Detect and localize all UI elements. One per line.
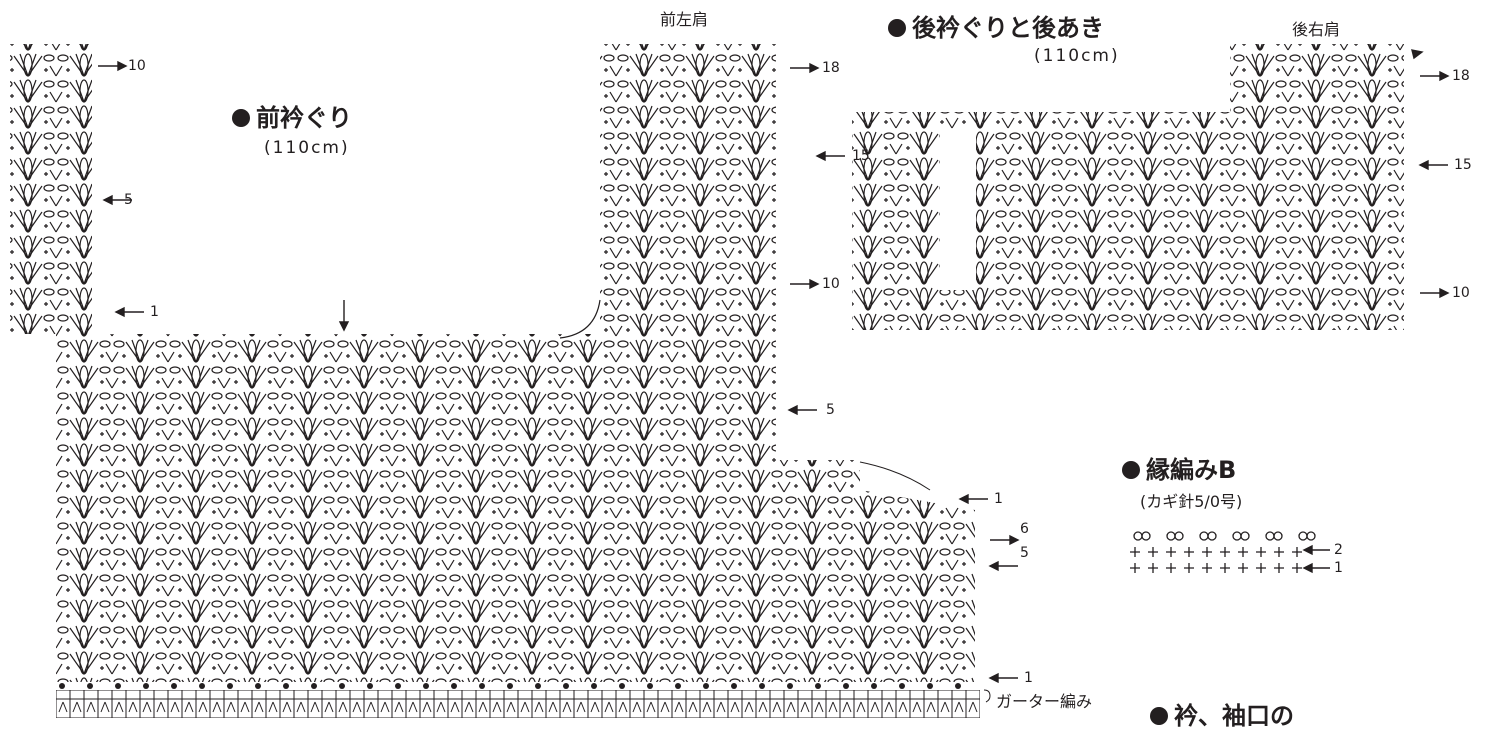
garter-label: ガーター編み bbox=[996, 692, 1093, 711]
front-neck-length: (110cm) bbox=[264, 138, 350, 158]
cuff-title: 衿、袖口の bbox=[1150, 704, 1294, 728]
row-number: 1 bbox=[1024, 670, 1033, 686]
edging-sc-row2 bbox=[1130, 547, 1302, 557]
back-neck-length: (110cm) bbox=[1034, 46, 1120, 66]
row-number: 5 bbox=[1020, 545, 1029, 561]
row-number: 10 bbox=[1452, 285, 1470, 301]
row-number: 18 bbox=[1452, 68, 1470, 84]
row-number: 10 bbox=[128, 58, 146, 74]
back-opening-gap bbox=[940, 130, 976, 290]
row-number: 1 bbox=[994, 491, 1003, 507]
edging-picots bbox=[1133, 531, 1316, 541]
bullet-icon bbox=[232, 109, 250, 127]
edging-sc-row1 bbox=[1130, 563, 1302, 573]
row-number: 5 bbox=[124, 192, 133, 208]
edging-b-chart bbox=[1130, 531, 1316, 573]
bullet-icon bbox=[1150, 707, 1168, 725]
back-neck-title: 後衿ぐりと後あき bbox=[888, 16, 1104, 40]
row-number: 5 bbox=[826, 402, 835, 418]
armhole-curve bbox=[859, 461, 931, 491]
row-number: 18 bbox=[822, 60, 840, 76]
row-arrows bbox=[98, 49, 1450, 684]
back-right-shoulder-label: 後右肩 bbox=[1292, 20, 1341, 39]
front-shoulder-stitches bbox=[600, 44, 776, 424]
foundation-chain bbox=[59, 683, 961, 689]
back-neck-title-text: 後衿ぐりと後あき bbox=[912, 14, 1104, 42]
front-body-stitches bbox=[56, 334, 975, 682]
bullet-icon bbox=[888, 19, 906, 37]
bullet-icon bbox=[1122, 461, 1140, 479]
garter-bracket bbox=[983, 689, 991, 703]
front-neck-title: 前衿ぐり bbox=[232, 106, 352, 130]
neck-curve bbox=[559, 299, 601, 339]
edging-b-title-text: 縁編みB bbox=[1146, 456, 1237, 484]
row-number: 1 bbox=[1334, 560, 1343, 576]
row-number: 15 bbox=[1454, 157, 1472, 173]
row-number: 2 bbox=[1334, 542, 1343, 558]
cuff-title-text: 衿、袖口の bbox=[1174, 702, 1294, 730]
garter-band bbox=[56, 690, 980, 718]
row-number: 1 bbox=[150, 304, 159, 320]
edging-b-hook: (カギ針5/0号) bbox=[1140, 492, 1243, 511]
row-number: 15 bbox=[852, 148, 870, 164]
row-number: 6 bbox=[1020, 521, 1029, 537]
back-neck-stitches bbox=[852, 44, 1404, 330]
front-left-shoulder-label: 前左肩 bbox=[660, 10, 709, 29]
row-number: 10 bbox=[822, 276, 840, 292]
front-neck-title-text: 前衿ぐり bbox=[256, 104, 352, 132]
left-strip-stitches bbox=[10, 44, 92, 334]
edging-b-title: 縁編みB bbox=[1122, 458, 1236, 482]
